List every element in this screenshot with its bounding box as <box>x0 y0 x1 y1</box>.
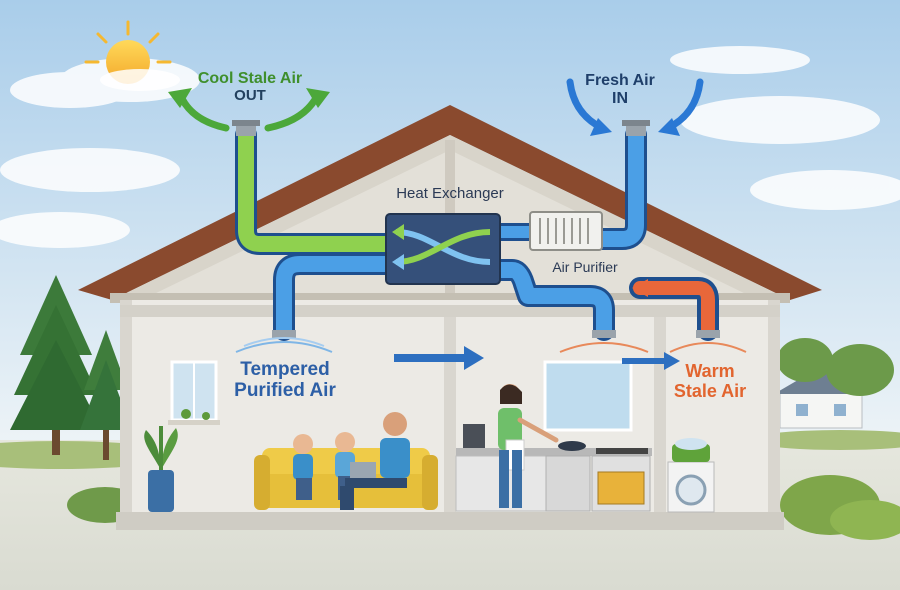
stale-air-out-title: Cool Stale Air <box>180 70 320 88</box>
air-purifier-unit <box>530 212 602 250</box>
heat-exchanger-label: Heat Exchanger <box>375 186 525 203</box>
fresh-air-in-label: Fresh Air IN <box>560 72 680 107</box>
tempered-air-line2: Purified Air <box>205 381 365 402</box>
air-purifier-label: Air Purifier <box>530 260 640 275</box>
tempered-air-line1: Tempered <box>205 360 365 381</box>
stale-air-out-label: Cool Stale Air OUT <box>180 70 320 104</box>
warm-stale-air-line1: Warm <box>660 362 760 382</box>
tempered-air-label: Tempered Purified Air <box>205 360 365 402</box>
heat-exchanger-unit <box>386 214 500 284</box>
fresh-air-in-title: Fresh Air <box>560 72 680 90</box>
washing-machine-icon <box>668 438 714 512</box>
warm-stale-air-label: Warm Stale Air <box>660 362 760 402</box>
stale-air-out-sub: OUT <box>180 88 320 105</box>
warm-stale-air-line2: Stale Air <box>660 382 760 402</box>
fresh-air-in-sub: IN <box>560 90 680 108</box>
